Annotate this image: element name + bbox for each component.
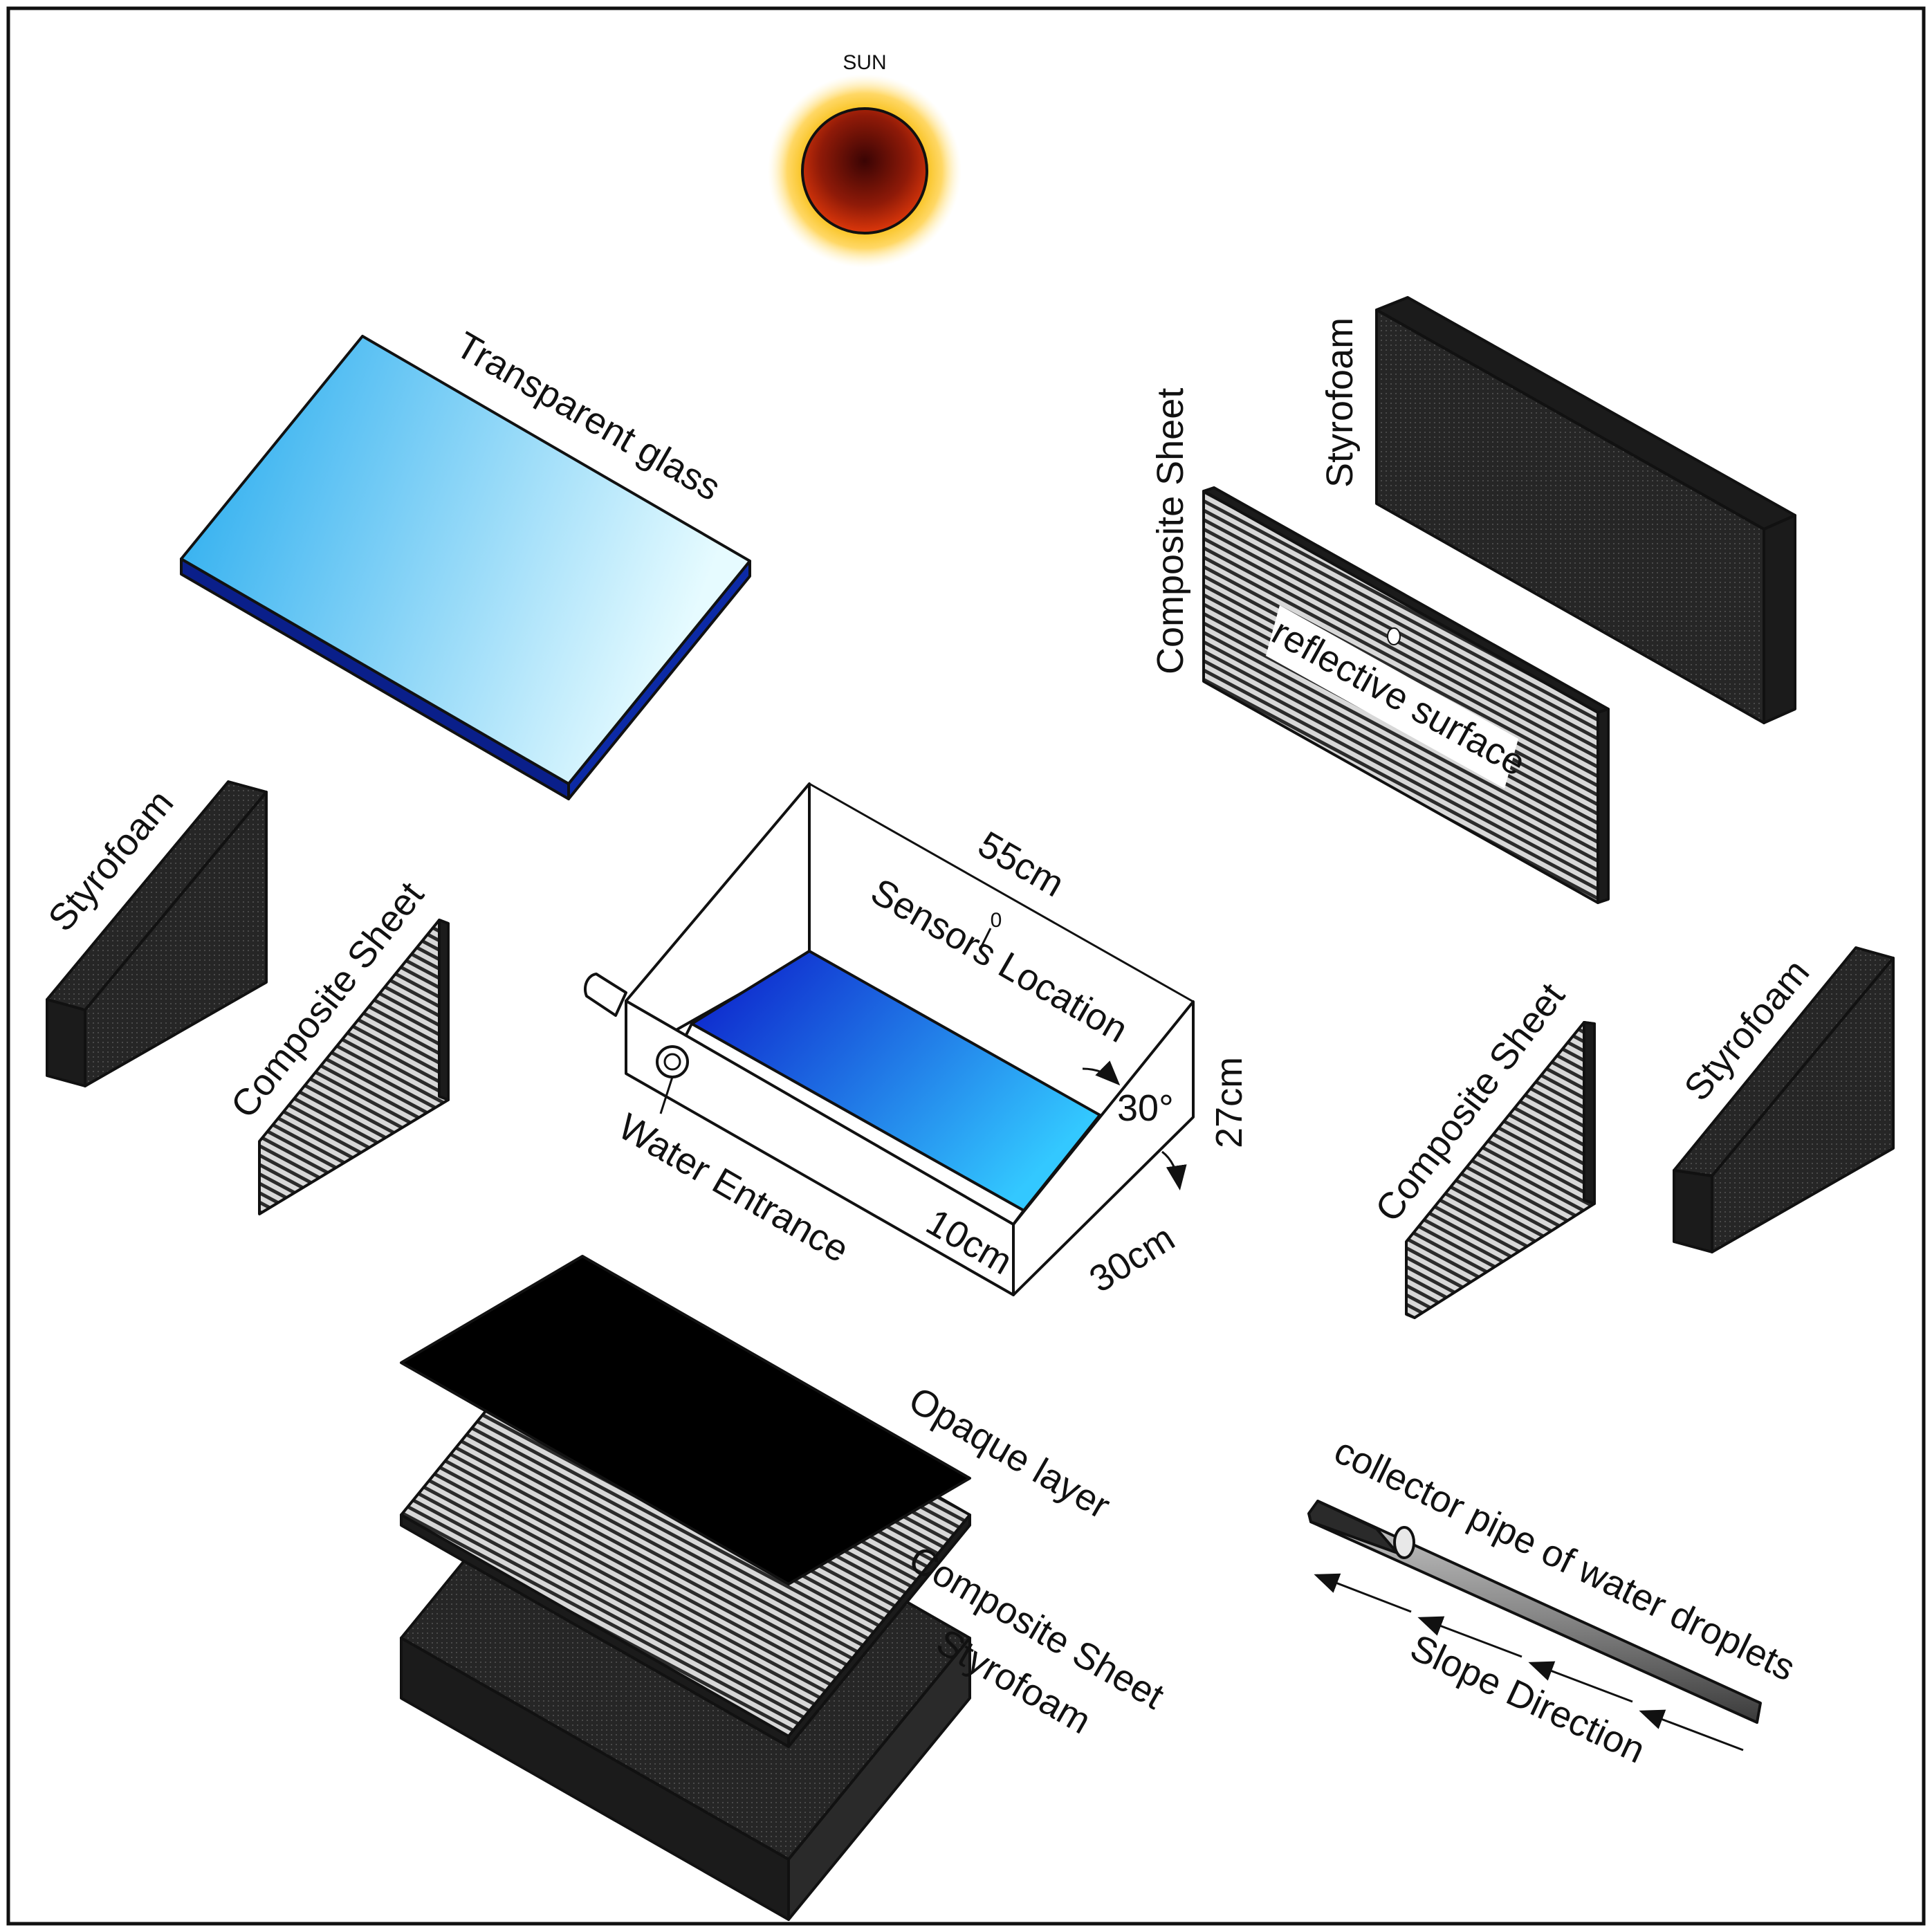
back-composite-side xyxy=(1597,708,1610,904)
back-composite-label: Composite Sheet xyxy=(1150,388,1191,674)
water-entrance-icon xyxy=(656,1045,689,1078)
sun-core xyxy=(801,107,928,234)
right-styrofoam-front xyxy=(1673,1169,1713,1253)
right-styrofoam-back xyxy=(1711,957,1895,1253)
left-composite-edge xyxy=(438,919,450,1101)
inlet-pipe xyxy=(584,973,627,1017)
sun-label: SUN xyxy=(843,51,886,74)
back-styrofoam-panel: Styrofoam xyxy=(1319,296,1796,724)
transparent-glass: Transparent glass xyxy=(180,324,751,800)
base-opaque-layer xyxy=(400,1255,971,1585)
base-opaque-top xyxy=(400,1255,971,1585)
base-styrofoam-side xyxy=(787,1637,971,1921)
left-styrofoam-back xyxy=(84,791,268,1087)
right-composite-wedge: Composite Sheet xyxy=(1368,975,1596,1319)
left-styrofoam-wedge: Styrofoam xyxy=(40,780,268,1087)
sun: SUN xyxy=(768,51,962,268)
sensor-marker: 0 xyxy=(991,909,1002,932)
base-composite-side xyxy=(787,1514,971,1748)
basin-length-label: 55cm xyxy=(971,823,1071,905)
angle-arc-bottom xyxy=(1161,1150,1187,1190)
collector-pipe: collector pipe of water droplets xyxy=(1307,1430,1801,1724)
collector-pipe-opening xyxy=(1393,1526,1415,1559)
reflective-surface-band xyxy=(1266,605,1518,789)
diagram-frame xyxy=(6,6,1926,1926)
back-styrofoam-label: Styrofoam xyxy=(1319,318,1361,488)
back-styrofoam-side xyxy=(1763,514,1796,724)
slope-arrow-3 xyxy=(1528,1661,1633,1703)
slope-arrow-1 xyxy=(1314,1573,1412,1613)
slope-arrow-4 xyxy=(1639,1709,1744,1751)
collector-pipe-end xyxy=(1307,1500,1399,1554)
angle-arc-top xyxy=(1082,1060,1121,1086)
height-label: 27cm xyxy=(1208,1057,1250,1148)
solar-still-basin: 0 55cm Sensors Location 30° 27cm 10cm 30… xyxy=(584,782,1250,1300)
left-styrofoam-front xyxy=(46,998,86,1087)
sensor-hole-icon xyxy=(1387,627,1401,645)
slope-arrow-2 xyxy=(1417,1616,1522,1658)
back-composite-panel: reflective surface Composite Sheet xyxy=(1150,388,1610,904)
right-composite-edge xyxy=(1583,1021,1596,1205)
right-styrofoam-wedge: Styrofoam xyxy=(1673,946,1895,1253)
angle-label: 30° xyxy=(1117,1087,1174,1129)
glass-top xyxy=(180,335,751,785)
width-label: 30cm xyxy=(1083,1217,1182,1300)
